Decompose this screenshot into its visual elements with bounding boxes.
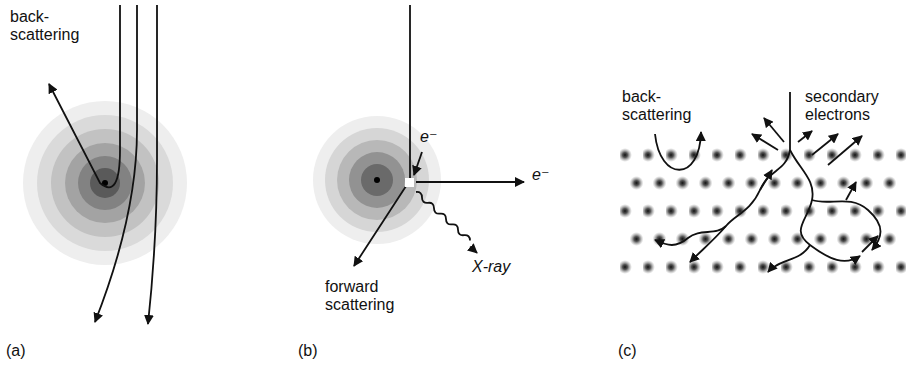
electron-path — [790, 150, 860, 261]
particle-label: e⁻ — [420, 128, 437, 145]
label-holder: back-scattering — [622, 88, 707, 125]
panel-letter: (c) — [618, 342, 637, 359]
electron-path — [655, 226, 726, 245]
label-holder: forward scattering — [325, 278, 405, 315]
label-holder: secondary electrons — [805, 88, 895, 125]
deflected-trajectory — [95, 5, 137, 322]
forward-trajectory — [354, 5, 410, 266]
radiation-label: X-ray — [472, 258, 510, 275]
electron-arrow — [416, 181, 524, 183]
atom-potential — [313, 116, 441, 244]
secondary-electron-arrow — [798, 131, 812, 142]
secondary-electron-arrow — [764, 118, 784, 142]
process-label: back-scattering — [622, 88, 691, 123]
panel-letter: (b) — [298, 342, 318, 359]
process-label: forward scattering — [325, 278, 394, 313]
secondary-electron-arrow — [846, 182, 856, 200]
particle-label: e⁻ — [532, 166, 549, 183]
secondary-electron-arrow — [862, 236, 878, 252]
secondary-electron-arrow — [812, 134, 838, 155]
electron-vacancy — [405, 178, 414, 187]
label-holder: X-ray — [472, 258, 510, 276]
atom-potential — [23, 101, 187, 265]
label-holder: e⁻ — [420, 128, 437, 146]
panel-letter: (a) — [6, 342, 26, 359]
label-holder: (c) — [618, 342, 637, 360]
backscatter-trajectory — [655, 132, 701, 170]
label-holder: e⁻ — [532, 166, 549, 184]
secondary-electron-arrow — [828, 136, 862, 165]
label-holder: (a) — [6, 342, 26, 360]
process-label: secondary electrons — [805, 88, 879, 123]
label-holder: (b) — [298, 342, 318, 360]
electron-path — [768, 245, 810, 272]
deflected-trajectory — [148, 5, 157, 324]
secondary-electron-arrow — [752, 134, 778, 150]
label-holder: back-scattering — [10, 8, 95, 45]
secondary-electron-arrow — [760, 170, 772, 190]
electron-path — [690, 92, 790, 262]
xray-wave — [470, 247, 477, 253]
process-label: back-scattering — [10, 8, 79, 43]
xray-wave — [416, 192, 470, 241]
electron-path — [812, 200, 881, 250]
electron-arrow — [414, 152, 422, 175]
crystal-lattice — [620, 141, 906, 281]
